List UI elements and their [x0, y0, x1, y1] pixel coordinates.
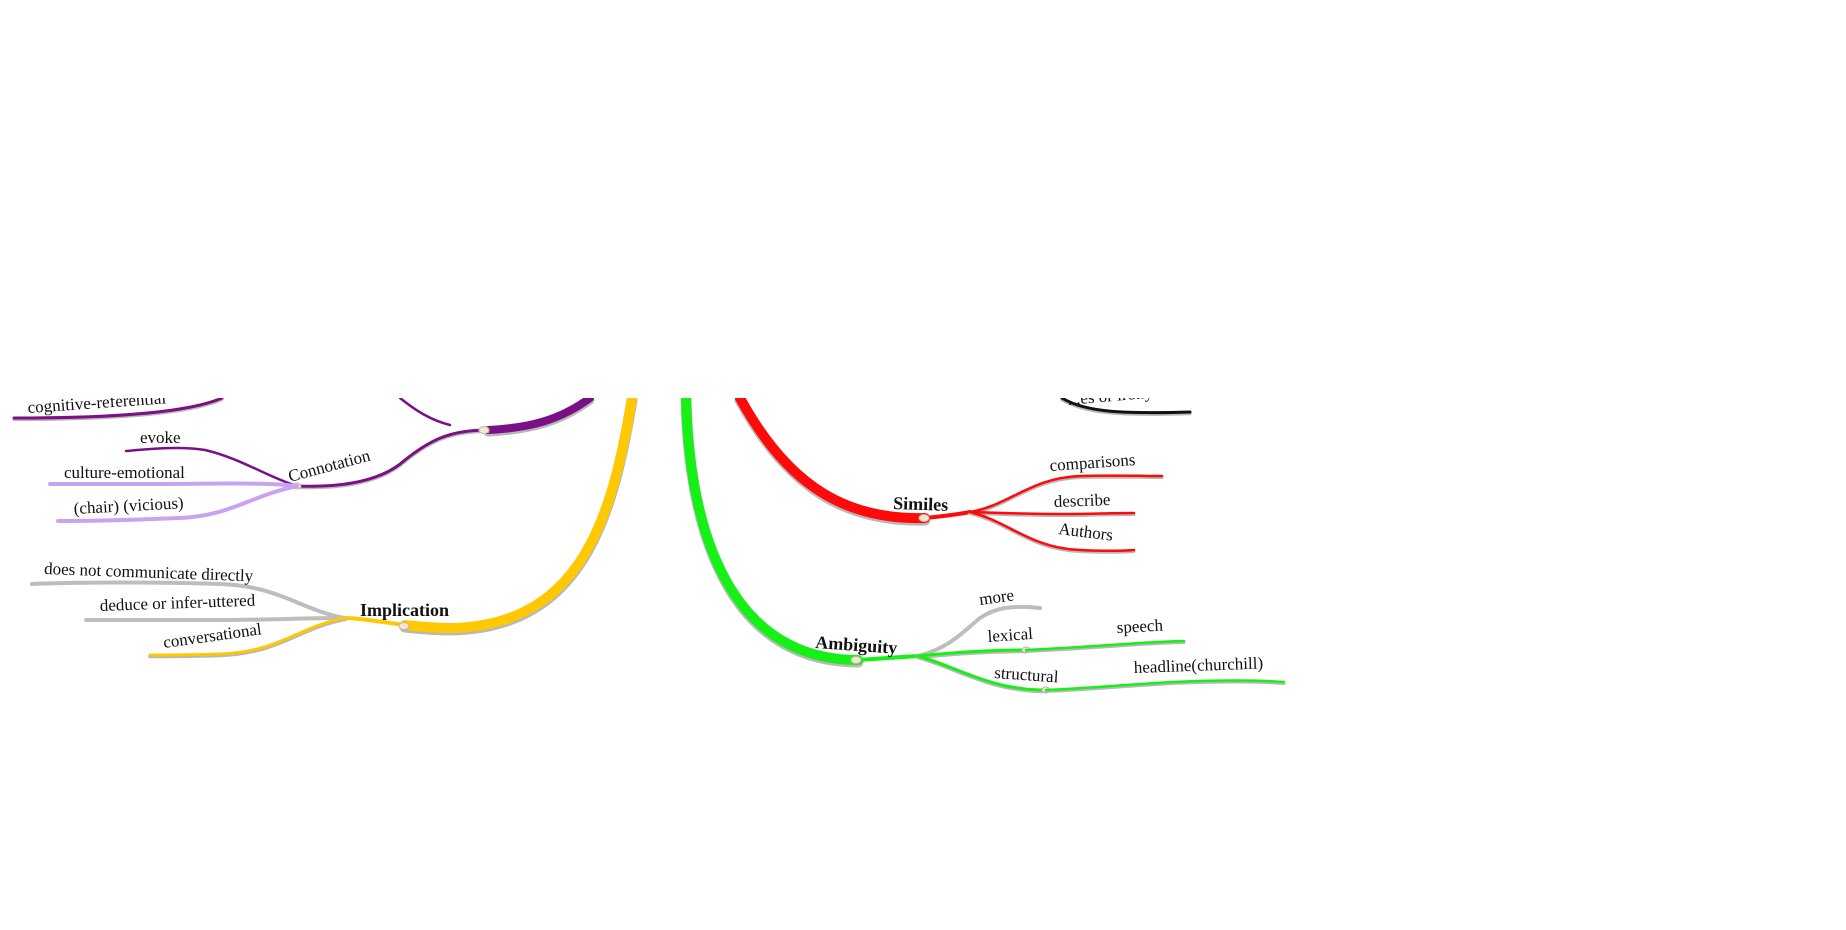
more-branch[interactable]: more — [916, 585, 1042, 658]
chair-vicious-label: (chair) (vicious) — [73, 493, 184, 518]
conversational-label: conversational — [162, 619, 263, 652]
similes-knot — [918, 514, 930, 522]
connotation-label: Connotation — [286, 446, 373, 486]
speech-link — [1024, 639, 1186, 652]
culture-emotional-branch[interactable]: culture-emotional — [48, 463, 299, 488]
headline-label: headline(churchill) — [1133, 653, 1263, 677]
comparisons-branch[interactable]: comparisons — [968, 450, 1164, 515]
authors-label: Authors — [1058, 519, 1115, 545]
similes-label: Similes — [893, 493, 949, 515]
connotation-trunk — [484, 394, 594, 434]
speech-label: speech — [1116, 616, 1164, 637]
headline-link — [1044, 679, 1286, 692]
implication-branch[interactable] — [343, 393, 638, 636]
similes-branch[interactable] — [734, 393, 972, 526]
chair-vicious-branch[interactable]: (chair) (vicious) — [56, 484, 299, 523]
connotation-upper-stub — [398, 396, 452, 427]
connotation-link — [296, 428, 490, 488]
lexical-label: lexical — [987, 624, 1034, 646]
structural-label: structural — [994, 663, 1060, 686]
culture-emotional-label: culture-emotional — [64, 463, 185, 482]
ambiguity-branch[interactable] — [680, 393, 920, 668]
clip-mask — [0, 0, 1846, 398]
ambiguity-trunk — [681, 393, 863, 665]
implication-label: Implication — [360, 600, 449, 620]
comparisons-label: comparisons — [1049, 450, 1136, 475]
deduce-infer-label: deduce or infer-uttered — [99, 591, 255, 615]
evoke-branch[interactable]: evoke — [124, 428, 299, 488]
conversational-branch[interactable]: conversational — [148, 616, 347, 659]
ambiguity-knot — [850, 656, 862, 664]
implication-link — [343, 616, 407, 627]
connotation-knot — [478, 426, 490, 434]
ambiguity-link — [856, 654, 920, 662]
connotation-branch[interactable] — [296, 394, 595, 490]
authors-branch[interactable]: Authors — [968, 510, 1136, 554]
describe-branch[interactable]: describe — [968, 490, 1136, 518]
more-label: more — [978, 585, 1015, 609]
implication-knot — [398, 622, 410, 630]
structural-branch[interactable]: structural headline(churchill) — [916, 653, 1286, 694]
evoke-label: evoke — [140, 428, 181, 447]
similes-link — [923, 510, 972, 520]
implication-trunk — [400, 393, 637, 634]
similes-trunk — [735, 393, 930, 524]
lexical-branch[interactable]: lexical speech — [916, 616, 1186, 660]
describe-label: describe — [1053, 490, 1110, 511]
